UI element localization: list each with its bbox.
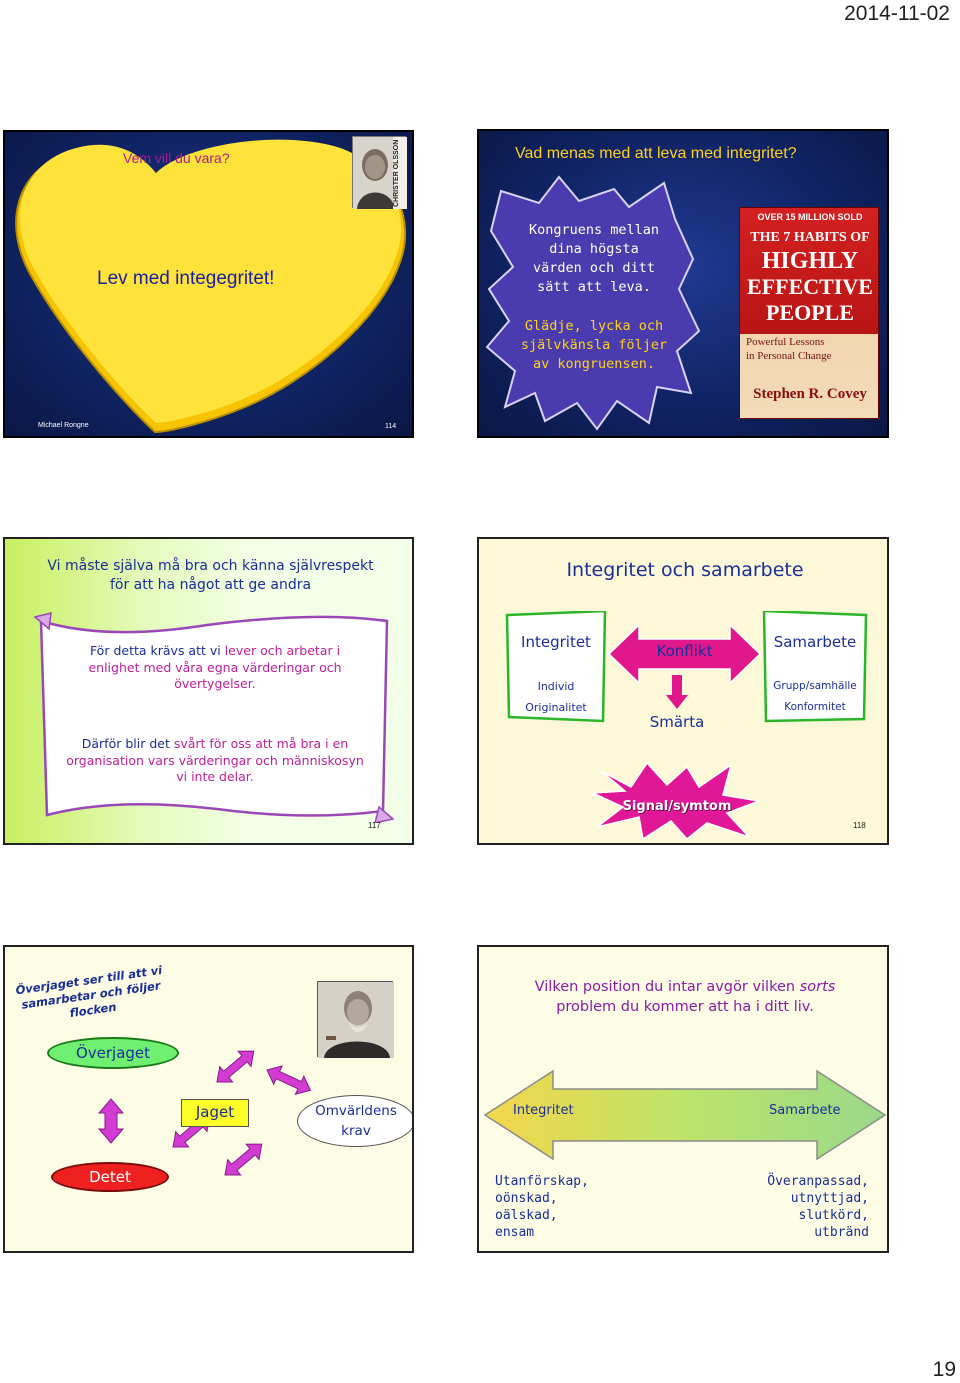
list-item: oälskad, xyxy=(495,1207,589,1224)
samarbete-title: Samarbete xyxy=(762,633,868,651)
list-item: slutkörd, xyxy=(767,1207,869,1224)
signal-label: Signal/symtom xyxy=(591,799,763,814)
diagonal-double-arrow-icon xyxy=(219,1136,269,1182)
integritet-title: Integritet xyxy=(505,633,607,651)
slide-number: 114 xyxy=(385,423,396,430)
slide-title: Vilken position du intar avgör vilken so… xyxy=(479,977,889,1017)
list-item: oönskad, xyxy=(495,1190,589,1207)
text-line: övertygelser. xyxy=(45,676,385,693)
id-node: Detet xyxy=(51,1162,169,1192)
paragraph-2: Därför blir det svårt för oss att må bra… xyxy=(45,736,385,786)
burst-line: självkänsla följer xyxy=(479,336,709,355)
ego-node: Jaget xyxy=(181,1099,249,1127)
conflict-label: Konflikt xyxy=(607,642,762,660)
page-date: 2014-11-02 xyxy=(0,2,950,26)
slide-integritet-definition: Vad menas med att leva med integritet? K… xyxy=(477,129,889,438)
page-number: 19 xyxy=(933,1358,956,1382)
book-title-line: PEOPLE xyxy=(740,300,880,326)
text-span-highlight: lever och arbetar i xyxy=(225,643,340,658)
book-tagline: OVER 15 MILLION SOLD xyxy=(740,212,880,222)
list-item: utnyttjad, xyxy=(767,1190,869,1207)
slide-position: Vilken position du intar avgör vilken so… xyxy=(477,945,889,1253)
book-author: Stephen R. Covey xyxy=(740,386,880,403)
spectrum-right-label: Samarbete xyxy=(769,1103,841,1118)
left-consequences-list: Utanförskap, oönskad, oälskad, ensam xyxy=(495,1173,589,1241)
list-item: Utanförskap, xyxy=(495,1173,589,1190)
title-line: problem du kommer att ha i ditt liv. xyxy=(479,997,889,1017)
book-title-line: HIGHLY xyxy=(740,248,880,275)
environment-line: krav xyxy=(298,1121,414,1141)
list-item: ensam xyxy=(495,1224,589,1241)
slide-number: 118 xyxy=(853,821,866,830)
list-item: utbränd xyxy=(767,1224,869,1241)
burst-line: dina högsta xyxy=(479,240,709,259)
book-subtitle: Powerful Lessons xyxy=(746,336,825,348)
pain-label: Smärta xyxy=(629,713,725,731)
diagonal-double-arrow-icon xyxy=(211,1043,261,1089)
burst-line: Glädje, lycka och xyxy=(479,317,709,336)
right-consequences-list: Överanpassad, utnyttjad, slutkörd, utbrä… xyxy=(767,1173,869,1241)
portrait-label: CHRISTER OLSSON xyxy=(393,139,407,207)
book-title-line: EFFECTIVE xyxy=(740,274,880,300)
paragraph-1: För detta krävs att vi lever och arbetar… xyxy=(45,643,385,693)
environment-line: Omvärldens xyxy=(298,1101,414,1121)
slide-title: Vad menas med att leva med integritet? xyxy=(515,145,797,163)
slide-117: Vi måste själva må bra och känna självre… xyxy=(3,537,414,845)
slide-question: Vem vill du vara? xyxy=(123,150,230,166)
diagonal-double-arrow-icon xyxy=(263,1061,315,1099)
list-item: Överanpassad, xyxy=(767,1173,869,1190)
slide-118: Integritet och samarbete Integritet Indi… xyxy=(477,537,889,845)
text-line: organisation vars värderingar och männis… xyxy=(45,753,385,770)
title-span-emphasis: sorts xyxy=(800,979,836,995)
slide-main-text: Lev med integegritet! xyxy=(97,268,274,290)
burst-text: Kongruens mellan dina högsta värden och … xyxy=(479,221,709,374)
text-span: För detta krävs att vi xyxy=(90,643,225,658)
book-subtitle: in Personal Change xyxy=(746,350,832,362)
text-span-highlight: svårt för oss att må bra i en xyxy=(174,736,348,751)
text-span: Därför blir det xyxy=(82,736,174,751)
burst-line: Kongruens mellan xyxy=(479,221,709,240)
vertical-double-arrow-icon xyxy=(99,1099,123,1143)
title-span: Vilken position du intar avgör vilken xyxy=(535,979,800,995)
book-title-line: THE 7 HABITS OF xyxy=(740,230,880,246)
down-arrow-icon xyxy=(666,675,688,711)
environment-node: Omvärldens krav xyxy=(297,1095,414,1147)
burst-line: värden och ditt xyxy=(479,259,709,278)
burst-line: sätt att leva. xyxy=(479,278,709,297)
portrait-photo: CHRISTER OLSSON xyxy=(352,136,406,208)
title-line: Vi måste själva må bra och känna självre… xyxy=(5,557,414,576)
samarbete-item: Grupp/samhälle xyxy=(762,680,868,692)
slide-114: Vem vill du vara? Lev med integegritet! … xyxy=(3,130,414,438)
book-cover: OVER 15 MILLION SOLD THE 7 HABITS OF HIG… xyxy=(739,207,879,419)
slide-title: Vi måste själva må bra och känna självre… xyxy=(5,557,414,595)
slide-title: Integritet och samarbete xyxy=(479,559,889,581)
spectrum-left-label: Integritet xyxy=(513,1103,574,1118)
slide-overjaget: Överjaget ser till att vi samarbetar och… xyxy=(3,945,414,1253)
text-line: vi inte delar. xyxy=(45,769,385,786)
burst-line: av kongruensen. xyxy=(479,355,709,374)
integritet-item: Originalitet xyxy=(505,701,607,714)
slide-number: 117 xyxy=(368,821,381,830)
title-line: för att ha något att ge andra xyxy=(5,576,414,595)
text-line: enlighet med våra egna värderingar och xyxy=(45,660,385,677)
slide-author: Michael Rongne xyxy=(38,422,89,429)
samarbete-item: Konformitet xyxy=(762,701,868,713)
integritet-item: Individ xyxy=(505,680,607,693)
